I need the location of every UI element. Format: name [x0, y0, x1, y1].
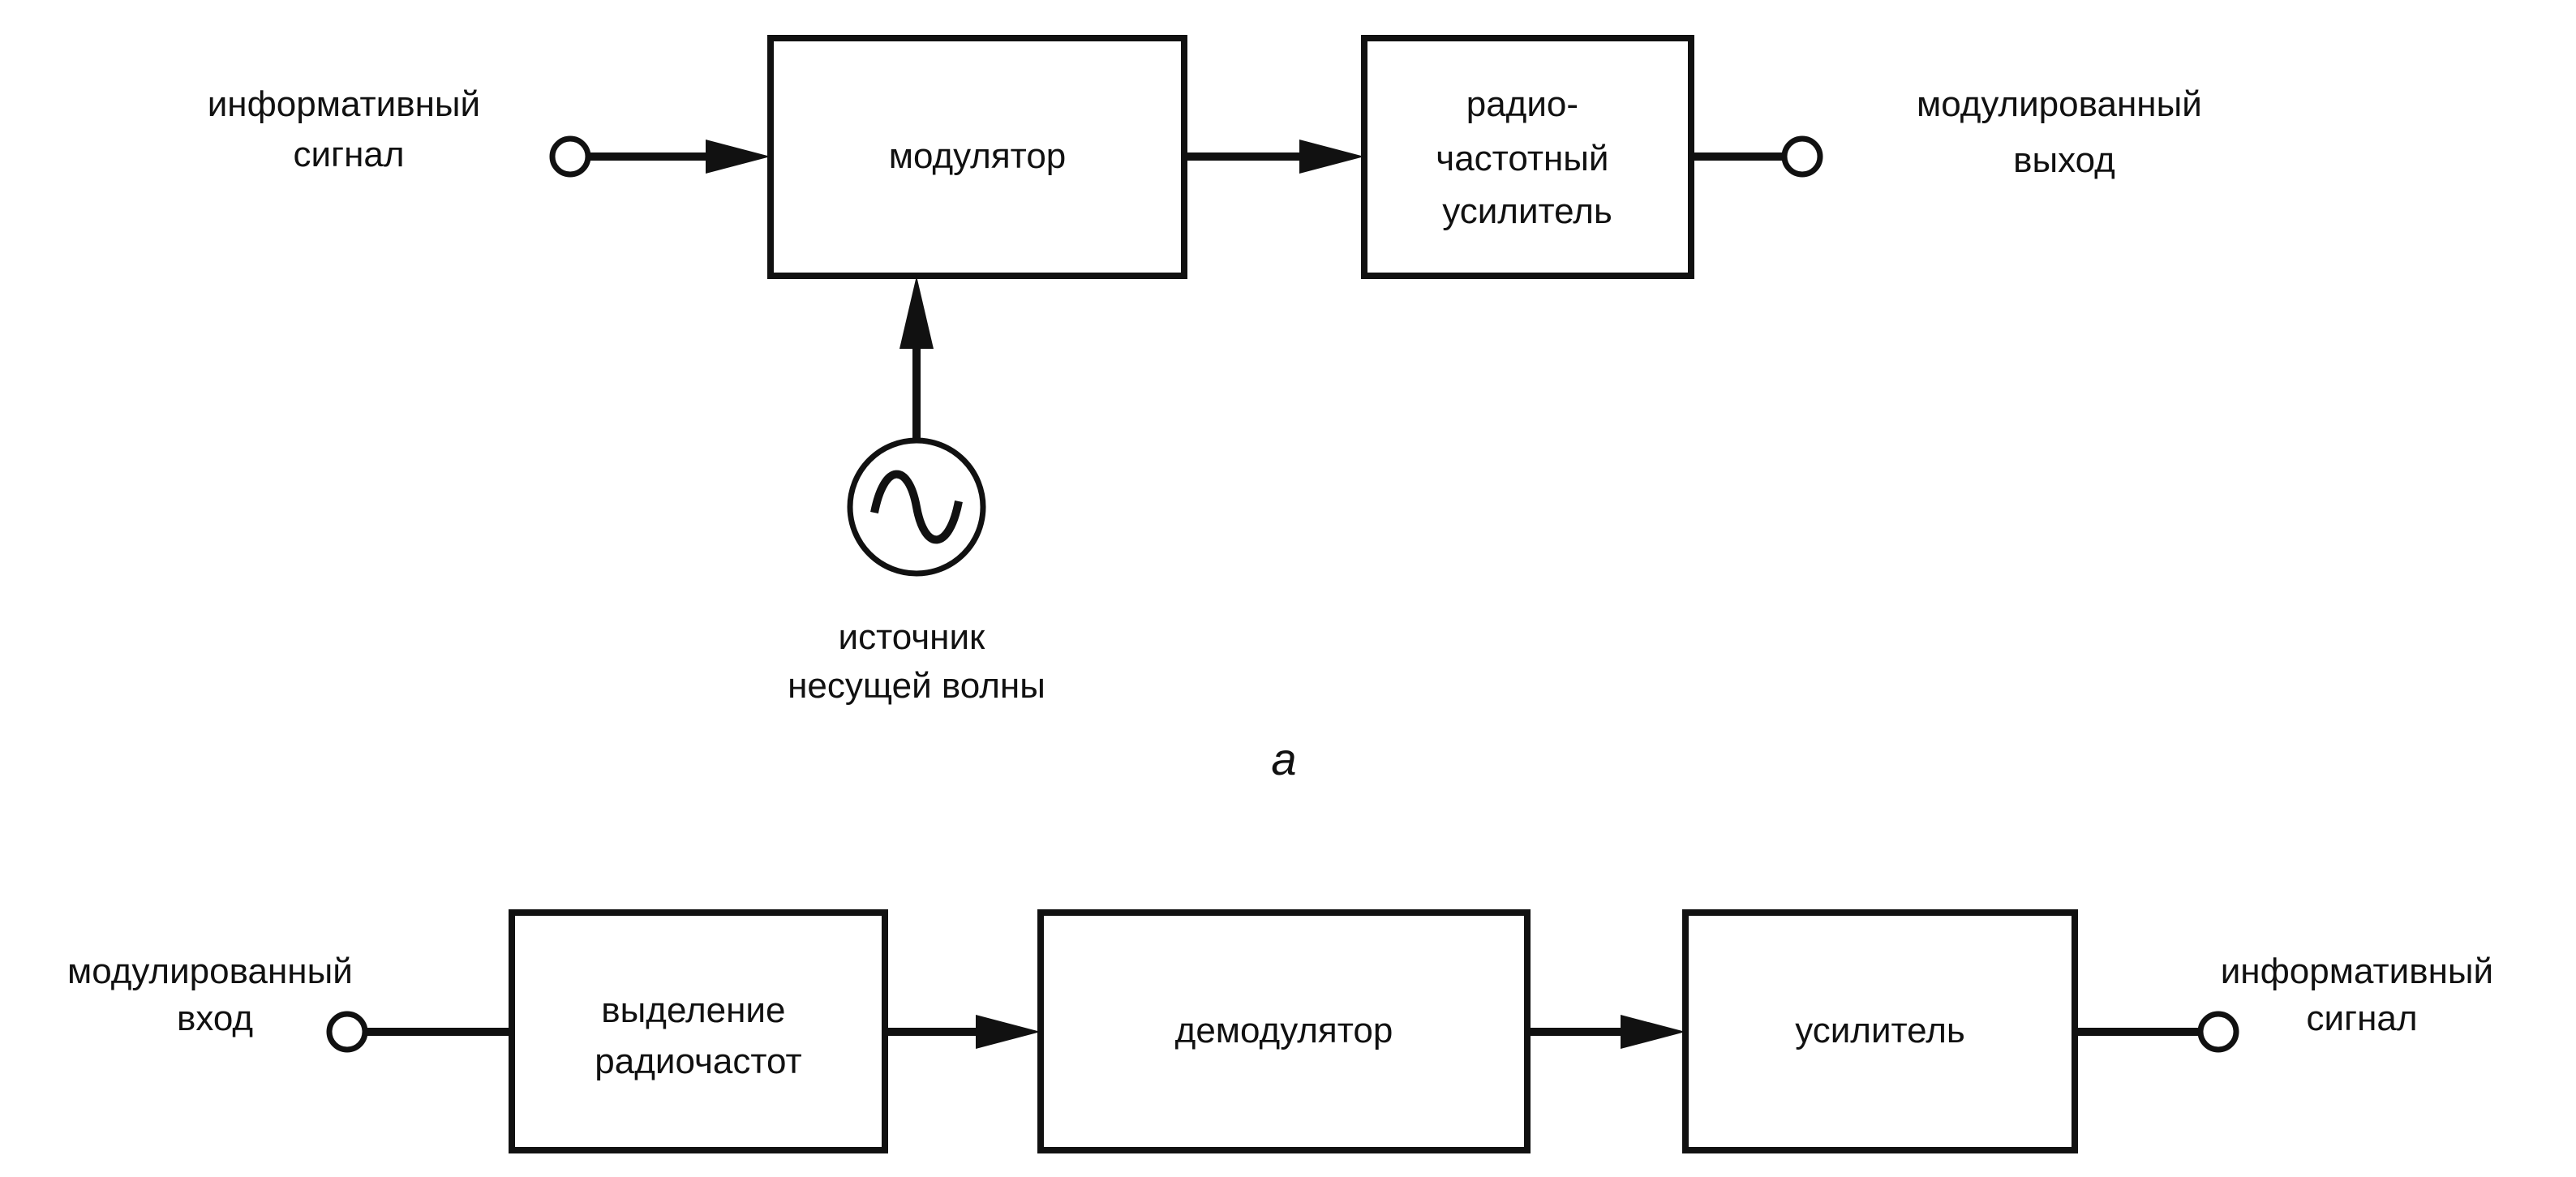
transmitter-output-label-line-1: модулированный — [1917, 84, 2202, 124]
rf-amplifier-label-line-3: усилитель — [1442, 191, 1612, 231]
demodulator-block — [1037, 909, 1531, 1153]
modulator-label-line-1: модулятор — [889, 136, 1067, 176]
receiver-output-terminal — [2197, 1011, 2239, 1053]
receiver-input-terminal — [326, 1011, 368, 1053]
sine-wave-source-icon — [847, 437, 986, 577]
arrowhead-up-icon — [899, 276, 934, 349]
carrier-source-label-line-1: источник — [838, 617, 985, 657]
arrowhead-right-icon — [706, 140, 771, 174]
transmitter-output-terminal — [1781, 135, 1823, 178]
transmitter-diagram: информативный сигнал модулятор радио- ча… — [208, 35, 2212, 784]
transmitter-input-label-line-2: сигнал — [293, 135, 404, 174]
rf-selection-label: выделение радиочастот — [595, 990, 801, 1081]
rf-amplifier-label-line-1: радио- — [1466, 84, 1578, 124]
sine-wave-icon — [870, 470, 963, 544]
rf-amplifier-label: радио- частотный усилитель — [1436, 84, 1618, 231]
amplifier-block — [1682, 909, 2078, 1153]
amplifier-label-line-1: усилитель — [1795, 1011, 1965, 1050]
rf-amplifier-label-line-2: частотный — [1436, 139, 1608, 178]
transmitter-input-terminal — [549, 135, 591, 178]
arrowhead-right-icon — [1621, 1015, 1685, 1049]
receiver-input-label-line-2: вход — [177, 999, 253, 1038]
modulator-label: модулятор — [889, 136, 1067, 176]
transmitter-input-label: информативный сигнал — [208, 84, 491, 174]
transmitter-output-label: модулированный выход — [1917, 84, 2212, 180]
transmitter-input-label-line-1: информативный — [208, 84, 480, 124]
demodulator-label-line-1: демодулятор — [1175, 1011, 1393, 1050]
rf-selection-label-line-2: радиочастот — [595, 1042, 801, 1081]
receiver-input-label-line-1: модулированный — [67, 951, 353, 991]
receiver-output-label-line-2: сигнал — [2306, 999, 2417, 1038]
receiver-diagram: модулированный вход выделение радиочасто… — [67, 909, 2504, 1153]
arrowhead-right-icon — [976, 1015, 1041, 1049]
arrowhead-right-icon — [1299, 140, 1364, 174]
carrier-source-label: источник несущей волны — [788, 617, 1045, 706]
subfigure-caption: а — [1271, 733, 1296, 784]
rf-selection-label-line-1: выделение — [601, 990, 785, 1030]
receiver-input-label: модулированный вход — [67, 951, 363, 1038]
transmitter-output-label-line-2: выход — [2013, 140, 2115, 180]
carrier-source-label-line-2: несущей волны — [788, 666, 1045, 706]
demodulator-label: демодулятор — [1175, 1011, 1393, 1050]
rf-amplifier-block — [1361, 35, 1694, 279]
amplifier-label: усилитель — [1795, 1011, 1965, 1050]
receiver-output-label: информативный сигнал — [2221, 951, 2504, 1038]
receiver-output-label-line-1: информативный — [2221, 951, 2493, 991]
rf-selection-block — [509, 909, 888, 1153]
